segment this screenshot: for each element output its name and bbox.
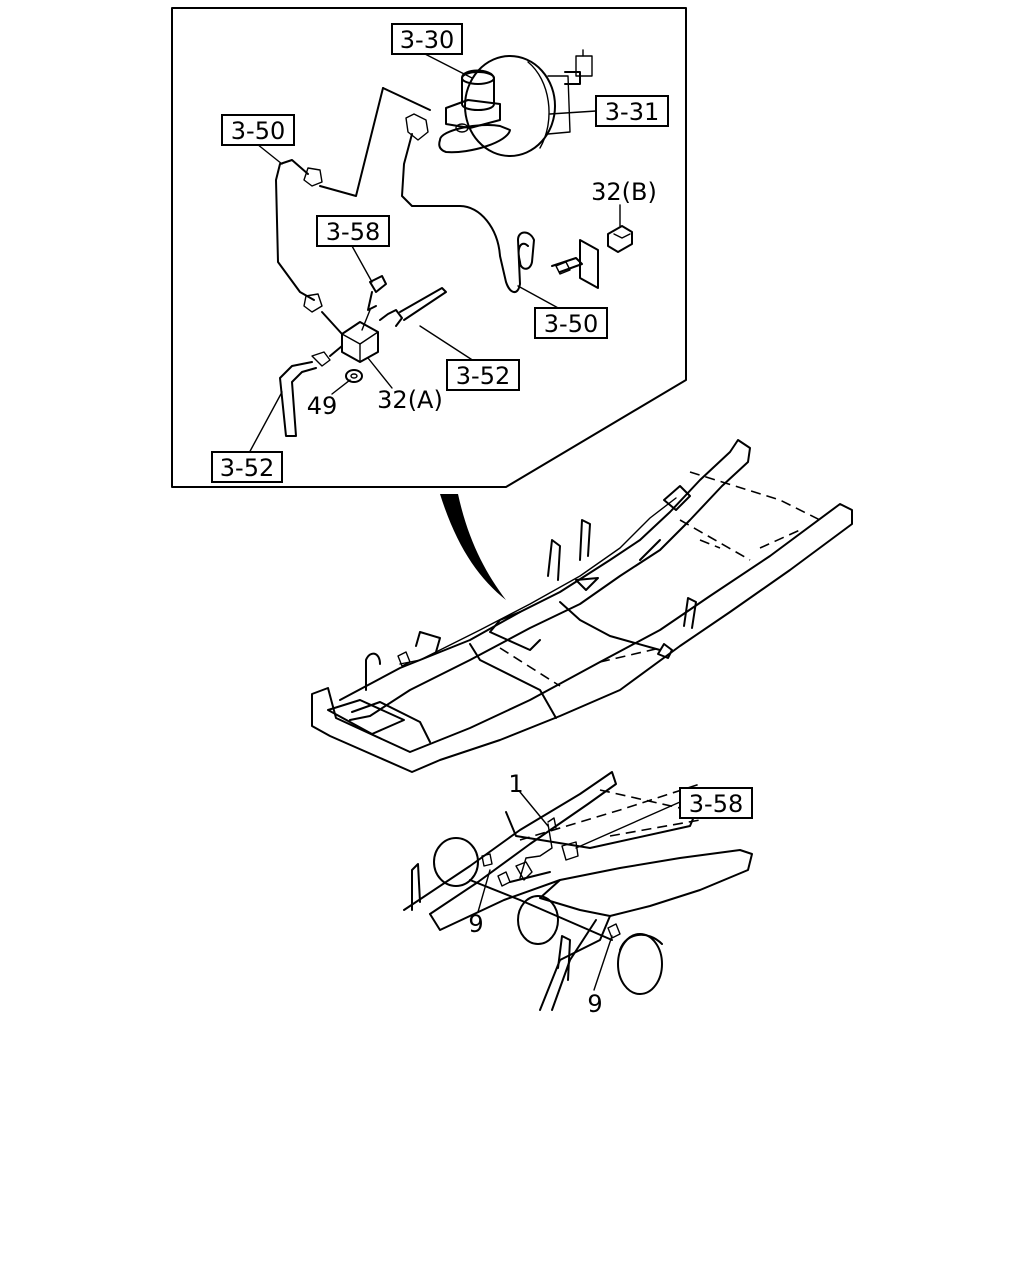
label-32a: 32(A) [377,386,443,414]
callout-pointer [440,494,506,600]
leader-lines [247,53,621,456]
brake-booster [464,49,593,157]
label-1: 1 [508,770,523,798]
label-box-3-58-top [316,215,390,247]
brake-pipe-left [275,159,323,313]
label-box-3-50-lower [534,307,608,339]
label-49: 49 [307,392,338,420]
label-box-3-58-rear [679,787,753,819]
label-box-3-31 [595,95,669,127]
chassis-frame-main [311,439,853,773]
brake-pipe-right-3-52 [379,287,447,327]
label-box-3-30 [391,23,463,55]
label-3-58-rear: 3-58 [689,790,743,818]
label-3-52-left: 3-52 [220,454,274,482]
label-32b: 32(B) [591,178,657,206]
brake-pipe-left-3-52 [279,345,343,437]
label-box-3-50-upper [221,114,295,146]
rear-leader-lines [477,791,681,991]
label-3-31: 3-31 [605,98,659,126]
fitting-32b [607,225,633,253]
label-9-right: 9 [587,990,602,1018]
washer-49 [345,369,363,383]
label-3-58-top: 3-58 [326,218,380,246]
bracket [551,239,599,289]
junction-block-32a [321,311,379,363]
master-cylinder [438,69,511,154]
bolt-3-58 [361,275,387,331]
label-box-3-52-right [446,359,520,391]
label-3-50-lower: 3-50 [544,310,598,338]
label-box-3-52-left [211,451,283,483]
detail-inset-frame [171,7,687,488]
label-3-50-upper: 3-50 [231,117,285,145]
label-9-left: 9 [468,910,483,938]
label-3-52-right: 3-52 [456,362,510,390]
label-3-30: 3-30 [400,26,454,54]
brake-pipe-upper-left [319,87,535,293]
